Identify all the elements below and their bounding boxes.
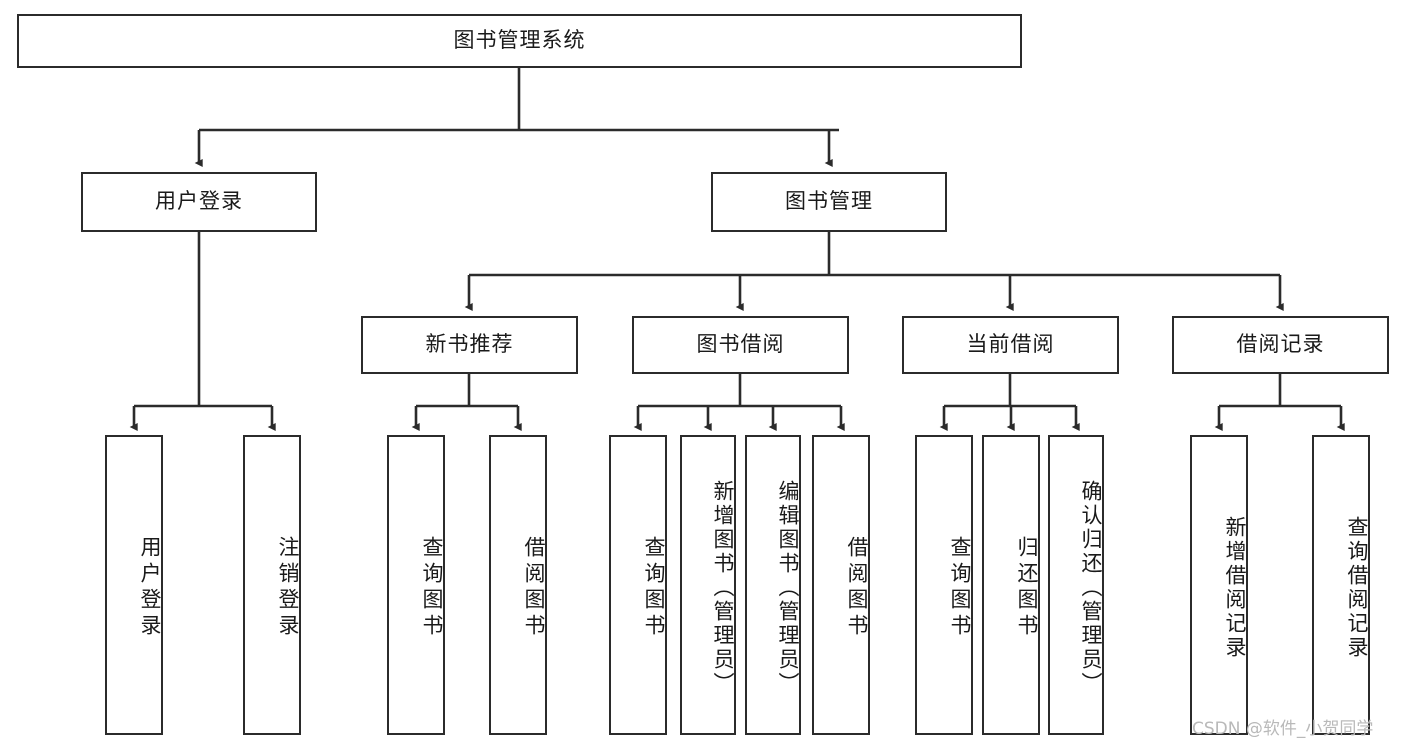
node-book-management[interactable]: 图书管理 (711, 172, 947, 232)
node-label: 用户登录 (155, 189, 243, 214)
node-label: 查询图书 (948, 536, 972, 640)
leaf-borrow-book[interactable]: 借阅图书 (812, 435, 870, 735)
node-label: 编辑图书（管理员） (776, 480, 800, 696)
node-new-book-recommend[interactable]: 新书推荐 (361, 316, 578, 374)
node-label: 借阅图书 (845, 536, 869, 640)
leaf-logout[interactable]: 注销登录 (243, 435, 301, 735)
leaf-query-book-borrow[interactable]: 查询图书 (609, 435, 667, 735)
leaf-add-borrow-record[interactable]: 新增借阅记录 (1190, 435, 1248, 735)
node-label: 借阅记录 (1236, 332, 1325, 357)
node-label: 借阅图书 (522, 536, 546, 640)
leaf-edit-book-admin[interactable]: 编辑图书（管理员） (745, 435, 801, 735)
node-root-system[interactable]: 图书管理系统 (17, 14, 1022, 68)
node-label: 查询图书 (420, 536, 444, 640)
leaf-add-book-admin[interactable]: 新增图书（管理员） (680, 435, 736, 735)
node-label: 新增图书（管理员） (711, 480, 735, 696)
node-label: 用户登录 (138, 536, 162, 640)
node-current-borrow[interactable]: 当前借阅 (902, 316, 1119, 374)
node-label: 查询借阅记录 (1345, 516, 1369, 660)
node-label: 新增借阅记录 (1223, 516, 1247, 660)
leaf-user-login[interactable]: 用户登录 (105, 435, 163, 735)
node-label: 归还图书 (1015, 536, 1039, 640)
leaf-query-book-current[interactable]: 查询图书 (915, 435, 973, 735)
node-label: 新书推荐 (425, 332, 514, 357)
node-label: 当前借阅 (966, 332, 1055, 357)
leaf-return-book[interactable]: 归还图书 (982, 435, 1040, 735)
node-label: 注销登录 (276, 536, 300, 640)
node-label: 图书借阅 (696, 332, 785, 357)
node-borrow-record[interactable]: 借阅记录 (1172, 316, 1389, 374)
leaf-confirm-return-admin[interactable]: 确认归还（管理员） (1048, 435, 1104, 735)
leaf-borrow-book-rec[interactable]: 借阅图书 (489, 435, 547, 735)
node-book-borrow[interactable]: 图书借阅 (632, 316, 849, 374)
node-label: 图书管理系统 (453, 28, 586, 53)
node-label: 确认归还（管理员） (1079, 480, 1103, 696)
node-user-login[interactable]: 用户登录 (81, 172, 317, 232)
node-label: 图书管理 (785, 189, 873, 214)
leaf-query-book-rec[interactable]: 查询图书 (387, 435, 445, 735)
node-label: 查询图书 (642, 536, 666, 640)
leaf-query-borrow-record[interactable]: 查询借阅记录 (1312, 435, 1370, 735)
